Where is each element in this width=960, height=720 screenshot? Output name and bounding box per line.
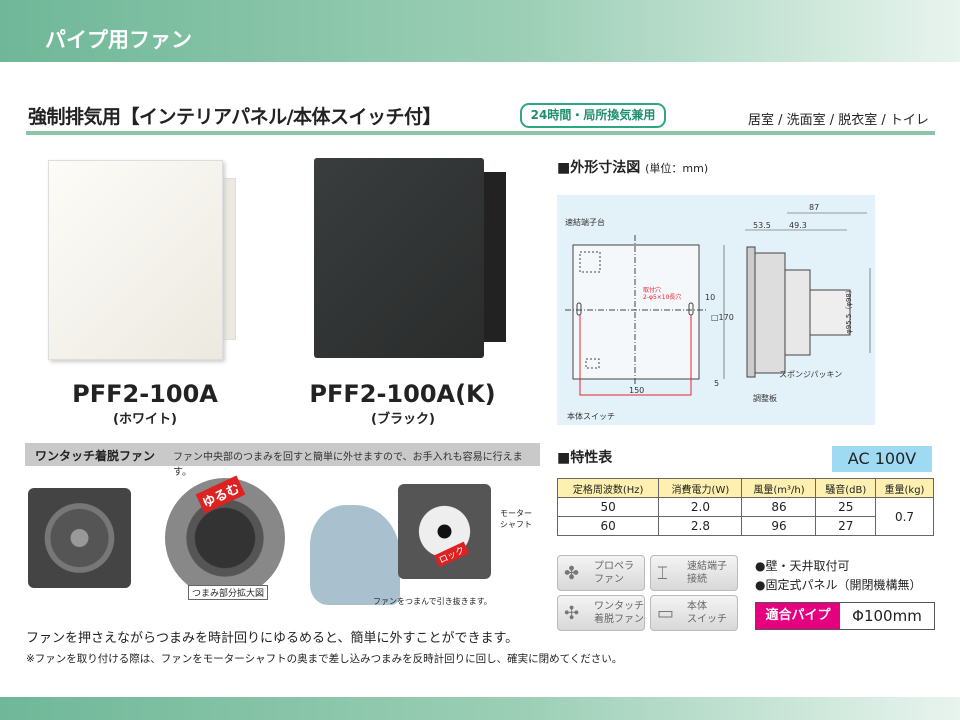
usage-badge: 24時間・局所換気兼用 — [520, 103, 666, 128]
motor-shaft-label: モーター シャフト — [500, 509, 532, 529]
white-panel-image — [48, 160, 238, 360]
dimension-lines — [565, 212, 871, 396]
feature-icon-propeller: ✤プロペラ ファン — [557, 555, 645, 591]
label-terminal: 速結端子台 — [565, 218, 605, 227]
col-power: 消費電力(W) — [658, 478, 743, 498]
bullet-panel: ●固定式パネル（開閉機構無） — [755, 578, 922, 592]
zoom-caption: つまみ部分拡大図 — [188, 585, 269, 600]
label-d5: 5 — [714, 379, 720, 388]
label-d170: □170 — [711, 313, 734, 322]
bullet-mount: ●壁・天井取付可 — [755, 559, 850, 573]
label-d53: 53.5 — [753, 221, 771, 230]
header-title: パイプ用ファン — [45, 28, 192, 52]
removal-note: ファンを押さえながらつまみを時計回りにゆるめると、簡単に外すことができます。 — [26, 631, 519, 646]
col-weight: 重量(kg) — [874, 478, 935, 498]
product-color-white: (ホワイト) — [113, 412, 177, 427]
pull-caption: ファンをつまんで引き抜きます。 — [373, 597, 492, 606]
label-plate: 調整板 — [753, 394, 777, 403]
label-diameter: φ95.5（φ98） — [844, 286, 853, 334]
dimension-drawing: 速結端子台 取付穴 2-φ5×10長穴 10 □170 5 150 本体スイッチ… — [557, 195, 875, 425]
terminal-icon: ⌶ — [657, 563, 668, 584]
installation-note: ※ファンを取り付ける際は、ファンをモーターシャフトの奥まで差し込みつまみを反時計… — [26, 653, 623, 665]
spec-heading: ■特性表 — [557, 450, 613, 466]
col-airflow: 風量(m³/h) — [741, 478, 817, 498]
feature-title: ワンタッチ着脱ファン — [35, 449, 156, 463]
feature-icon-switch: ▭本体 スイッチ — [650, 595, 738, 631]
col-noise: 騒音(dB) — [815, 478, 876, 498]
label-hole-spec: 2-φ5×10長穴 — [643, 294, 682, 301]
pipe-size-box: 適合パイプ Φ100mm — [755, 602, 935, 630]
table-header-row: 定格周波数(Hz)消費電力(W)風量(m³/h)騒音(dB)重量(kg) — [556, 478, 935, 498]
col-frequency: 定格周波数(Hz) — [556, 478, 660, 498]
product-color-black: (ブラック) — [371, 412, 435, 427]
voltage-badge: AC 100V — [832, 446, 932, 472]
glove-hand-image — [310, 505, 400, 605]
feature-desc: ファン中央部のつまみを回すと簡単に外せますので、お手入れも容易に行えます。 — [173, 452, 523, 478]
unit-label: (単位：mm) — [645, 162, 709, 175]
label-d10: 10 — [705, 293, 716, 302]
propeller-fan-icon: ✤ — [564, 563, 580, 584]
feature-icon-terminal: ⌶速結端子 接続 — [650, 555, 738, 591]
black-panel-image — [314, 158, 506, 358]
pipe-label: 適合パイプ — [756, 603, 840, 629]
divider — [26, 131, 935, 135]
label-d87: 87 — [809, 203, 820, 212]
fan-unit-image — [28, 488, 131, 588]
label-d150: 150 — [629, 386, 645, 395]
label-d49: 49.3 — [789, 221, 807, 230]
label-sponge: スポンジパッキン — [779, 370, 843, 379]
weight-cell: 0.7 — [874, 497, 935, 536]
pipe-value: Φ100mm — [852, 607, 922, 625]
label-switch: 本体スイッチ — [567, 412, 615, 421]
footer-band — [0, 697, 960, 720]
product-model-black: PFF2-100A(K) — [309, 380, 496, 408]
one-touch-fan-icon: ✣ — [564, 603, 580, 624]
feature-icon-onetouch: ✣ワンタッチ 着脱ファン — [557, 595, 645, 631]
label-hole: 取付穴 — [643, 287, 662, 294]
dimensions-heading: ■外形寸法図 (単位：mm) — [557, 160, 709, 176]
feature-bar: ワンタッチ着脱ファン ファン中央部のつまみを回すと簡単に外せますので、お手入れも容… — [25, 443, 540, 478]
product-model-white: PFF2-100A — [72, 380, 218, 408]
switch-icon: ▭ — [657, 603, 675, 624]
header-band: パイプ用ファン — [0, 0, 960, 62]
product-title: 強制排気用【インテリアパネル/本体スイッチ付】 — [28, 106, 442, 128]
rooms-text: 居室 / 洗面室 / 脱衣室 / トイレ — [748, 113, 929, 128]
